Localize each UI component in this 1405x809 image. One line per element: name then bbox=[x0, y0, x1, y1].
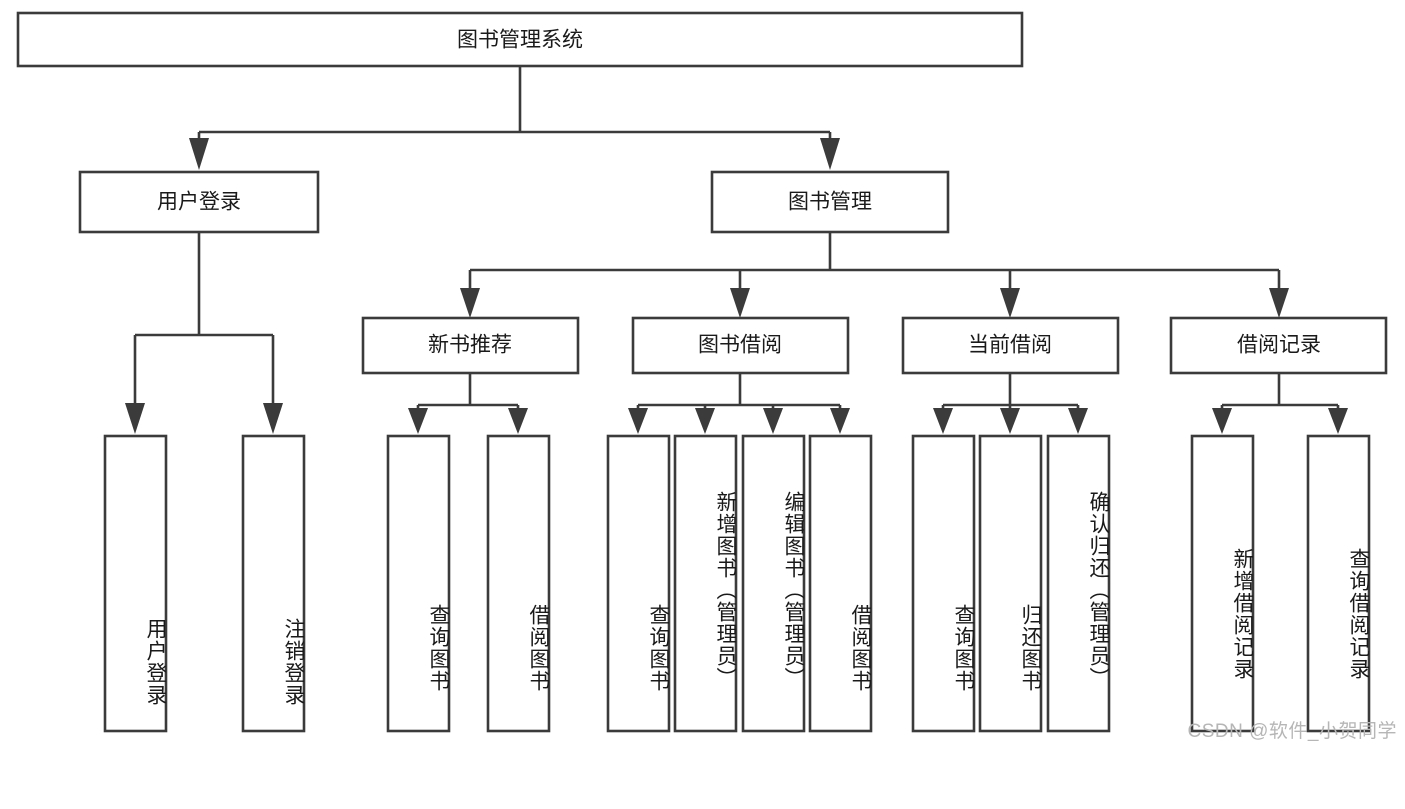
leaf-confirm-return-admin[interactable] bbox=[1046, 434, 1111, 733]
leaf-return-book[interactable] bbox=[978, 434, 1043, 733]
arrow-leaf-borrow-book bbox=[830, 408, 850, 434]
node-book-borrow[interactable] bbox=[631, 316, 850, 375]
leaf-add-book-admin[interactable] bbox=[673, 434, 738, 733]
node-user-login[interactable] bbox=[78, 170, 320, 234]
node-book-management-system[interactable] bbox=[16, 11, 1024, 68]
node-book-management[interactable] bbox=[710, 170, 950, 234]
diagram-canvas-root: 图书管理系统 用户登录 图书管理 新书推荐 图书借阅 当前借阅 借阅记录 用户登… bbox=[16, 11, 1397, 742]
node-label-borrow-record: 借阅记录 bbox=[1237, 334, 1321, 357]
arrow-leaf-query-borrow-record bbox=[1328, 408, 1348, 434]
arrow-leaf-add-book-admin bbox=[695, 408, 715, 434]
arrow-leaf-query-book-current bbox=[933, 408, 953, 434]
arrow-leaf-add-borrow-record bbox=[1212, 408, 1232, 434]
leaf-edit-book-admin[interactable] bbox=[741, 434, 806, 733]
csdn-watermark: CSDN @软件_小贺同学 bbox=[1187, 721, 1397, 742]
arrow-book-borrow bbox=[730, 288, 750, 318]
arrow-to-book-management bbox=[820, 138, 840, 170]
arrow-borrow-record bbox=[1269, 288, 1289, 318]
arrow-leaf-query-book-borrow bbox=[628, 408, 648, 434]
node-label-root: 图书管理系统 bbox=[457, 29, 583, 52]
node-label-user-login: 用户登录 bbox=[157, 191, 241, 214]
leaf-query-book-borrow[interactable] bbox=[606, 434, 671, 733]
arrow-leaf-user-logout bbox=[263, 403, 283, 434]
node-label-current-borrow: 当前借阅 bbox=[968, 334, 1052, 357]
arrow-new-book-recommend bbox=[460, 288, 480, 318]
node-new-book-recommend[interactable] bbox=[361, 316, 580, 375]
arrow-leaf-edit-book-admin bbox=[763, 408, 783, 434]
leaf-add-borrow-record[interactable] bbox=[1190, 434, 1255, 733]
node-label-book-management: 图书管理 bbox=[788, 191, 872, 214]
arrow-leaf-return-book bbox=[1000, 408, 1020, 434]
leaf-borrow-book[interactable] bbox=[808, 434, 873, 733]
leaf-query-borrow-record[interactable] bbox=[1306, 434, 1371, 733]
node-label-book-borrow: 图书借阅 bbox=[698, 334, 782, 357]
leaf-query-book-current[interactable] bbox=[911, 434, 976, 733]
arrow-leaf-confirm-return-admin bbox=[1068, 408, 1088, 434]
node-label-new-book-recommend: 新书推荐 bbox=[428, 334, 512, 357]
arrow-leaf-borrow-book-recommend bbox=[508, 408, 528, 434]
leaf-query-book-recommend[interactable] bbox=[386, 434, 451, 733]
arrow-leaf-user-login bbox=[125, 403, 145, 434]
arrow-to-user-login bbox=[189, 138, 209, 170]
leaf-user-logout[interactable] bbox=[241, 434, 306, 733]
arrow-leaf-query-book-recommend bbox=[408, 408, 428, 434]
flowchart-svg: 图书管理系统 用户登录 图书管理 新书推荐 图书借阅 当前借阅 借阅记录 bbox=[16, 11, 1388, 733]
leaf-user-login[interactable] bbox=[103, 434, 168, 733]
node-current-borrow[interactable] bbox=[901, 316, 1120, 375]
arrow-current-borrow bbox=[1000, 288, 1020, 318]
leaf-borrow-book-recommend[interactable] bbox=[486, 434, 551, 733]
node-borrow-record[interactable] bbox=[1169, 316, 1388, 375]
